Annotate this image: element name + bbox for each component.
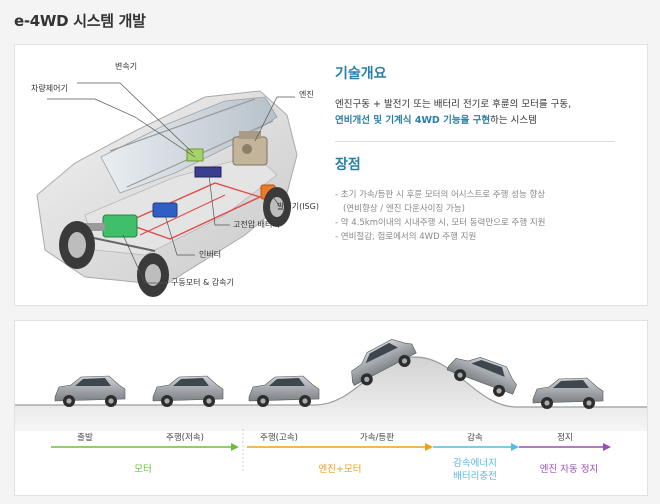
rear-motor [85,214,138,238]
merit-item-2: - 약 4.5km이내의 시내주행 시, 모터 동력만으로 주행 지원 [335,218,546,228]
overview-panel: 변속기 차량제어기 엔진 발전기(ISG) 고전압 배터리 인버터 구동모터 &… [14,44,648,306]
callout-battery: 고전압 배터리 [233,220,280,229]
stage-start: 출발 [77,433,93,443]
car-diagram: 변속기 차량제어기 엔진 발전기(ISG) 고전압 배터리 인버터 구동모터 &… [15,45,335,307]
driving-mode-panel: 출발 주행(저속) 주행(고속) 가속/등판 감속 정지 모터 엔진+모터 감속… [14,320,648,496]
rear-wheel-right [137,253,169,297]
mode-motor: 모터 [134,464,152,475]
mode-regen-line-2: 배터리충전 [453,471,497,482]
mode-arrow-engine-stop [519,443,611,451]
merits-list: - 초기 가속/등판 시 후륜 모터의 어시스트로 주행 성능 향상 (연비향상… [335,188,635,244]
front-wheel [263,187,291,227]
engine-block [232,131,268,166]
stage-high-speed: 주행(고속) [260,433,298,443]
page-title: e-4WD 시스템 개발 [14,12,146,30]
stage-climb: 가속/등판 [359,433,395,443]
callout-inverter: 인버터 [199,250,222,259]
stage-decel: 감속 [467,433,483,443]
rear-wheel [59,221,95,269]
overview-line-1: 엔진구동 + 발전기 또는 배터리 전기로 후륜의 모터를 구동, [335,99,572,110]
divider [335,141,615,142]
mode-engine-motor: 엔진+모터 [318,464,362,475]
mode-arrow-engine-motor [247,443,433,451]
mode-engine-stop: 엔진 자동 정지 [539,464,599,475]
car-stop [532,377,604,410]
overview-title: 기술개요 [335,66,387,82]
merit-item-3: - 연비절감, 험로에서의 4WD 주행 지원 [335,232,477,242]
stage-low-speed: 주행(저속) [166,433,204,443]
callout-vehicle-controller: 차량제어기 [31,84,68,93]
overview-line-2: 연비개선 및 기계식 4WD 기능을 구현하는 시스템 [335,113,635,129]
mode-arrow-motor [51,443,239,451]
overview-highlight: 연비개선 및 기계식 4WD 기능을 구현 [335,115,491,126]
mode-regen: 감속에너지 배터리충전 [453,457,497,483]
merits-title: 장점 [335,157,361,173]
mode-arrow-regen [433,443,519,451]
callout-drive-motor: 구동모터 & 감속기 [171,278,234,287]
callout-generator: 발전기(ISG) [277,202,319,211]
merit-item-1: - 초기 가속/등판 시 후륜 모터의 어시스트로 주행 성능 향상 [335,190,546,200]
driving-scenario-illustration [15,331,647,471]
stage-stop: 정지 [557,433,573,443]
info-column: 기술개요 엔진구동 + 발전기 또는 배터리 전기로 후륜의 모터를 구동, 연… [335,63,635,244]
inverter-unit [152,202,178,218]
battery-pack [194,166,222,178]
car-start [54,375,126,408]
car-cutaway-illustration [36,82,298,297]
overview-text: 엔진구동 + 발전기 또는 배터리 전기로 후륜의 모터를 구동, 연비개선 및… [335,97,635,129]
transmission-unit [186,148,204,162]
mode-regen-line-1: 감속에너지 [453,458,497,469]
car-low-speed [152,375,224,408]
car-high-speed [248,375,320,408]
callout-engine: 엔진 [299,90,314,99]
callout-transmission: 변속기 [115,62,138,71]
overview-line-2-rest: 하는 시스템 [490,115,537,126]
merit-item-1-note: (연비향상 / 엔진 다운사이징 가능) [343,204,465,214]
